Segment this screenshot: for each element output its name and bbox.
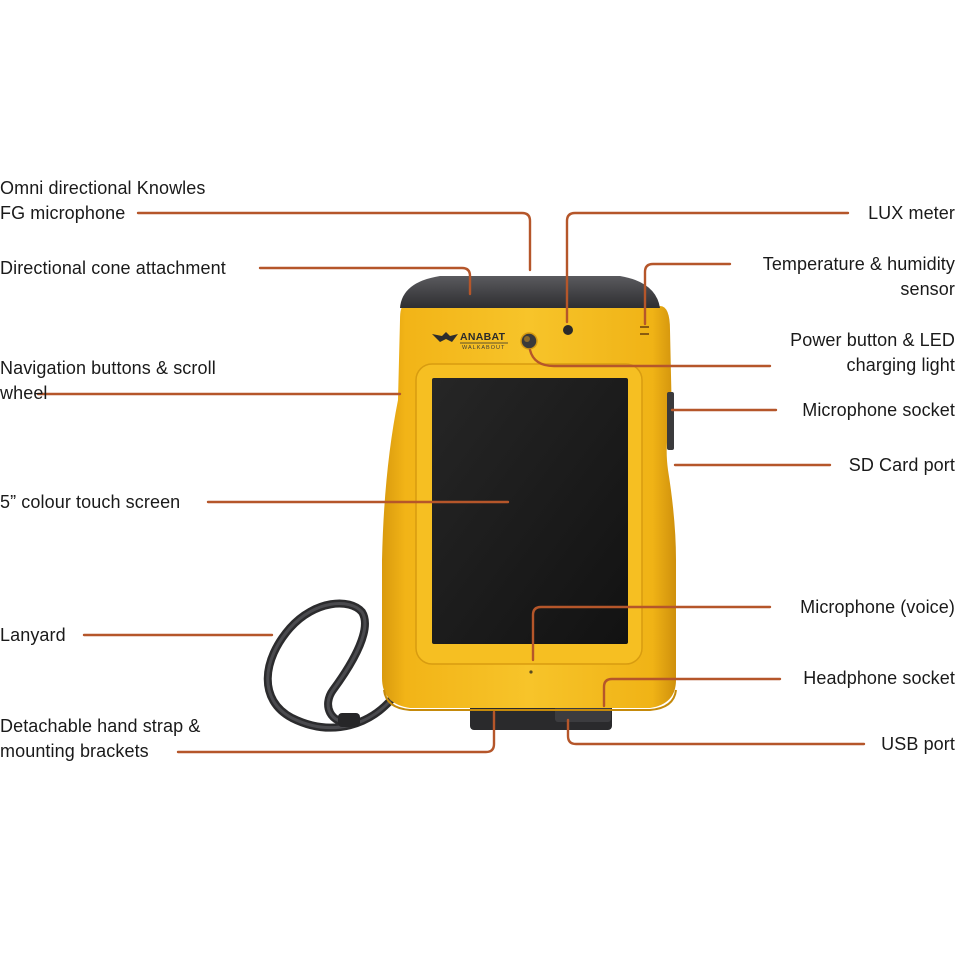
power-button-highlight xyxy=(524,336,530,342)
label-microphone-socket: Microphone socket xyxy=(802,398,955,423)
device-body-lip xyxy=(383,689,677,711)
label-omni-microphone-line1: Omni directional Knowles xyxy=(0,178,206,198)
label-microphone-voice-line1: Microphone (voice) xyxy=(800,597,955,617)
label-usb-port-line1: USB port xyxy=(881,734,955,754)
label-microphone-socket-line1: Microphone socket xyxy=(802,400,955,420)
label-touch-screen-line1: 5” colour touch screen xyxy=(0,492,181,512)
touch-screen xyxy=(432,378,628,644)
label-navigation-buttons: Navigation buttons & scroll wheel xyxy=(0,356,216,406)
label-power-button: Power button & LED charging light xyxy=(790,328,955,378)
temp-sensor-slot-icon xyxy=(640,326,649,328)
label-power-button-line1: Power button & LED xyxy=(790,330,955,350)
label-lanyard-line1: Lanyard xyxy=(0,625,66,645)
label-directional-cone-line1: Directional cone attachment xyxy=(0,258,226,278)
label-omni-microphone-line2: FG microphone xyxy=(0,203,126,223)
device-top-cap xyxy=(400,276,660,308)
svg-text:WALKABOUT: WALKABOUT xyxy=(462,345,505,351)
label-sd-card-port-line1: SD Card port xyxy=(848,455,955,475)
microphone-socket-port xyxy=(667,392,674,450)
leader-power xyxy=(528,348,772,368)
leader-usb xyxy=(566,718,866,746)
leader-temp xyxy=(643,262,732,326)
bat-logo-icon xyxy=(432,332,458,342)
brand-logo: ANABAT WALKABOUT xyxy=(432,331,508,351)
label-omni-microphone: Omni directional Knowles FG microphone xyxy=(0,176,206,226)
svg-text:ANABAT: ANABAT xyxy=(460,331,506,343)
voice-mic-hole-icon xyxy=(529,670,533,674)
lanyard-clip xyxy=(338,713,360,727)
mounting-bracket-tab xyxy=(555,704,611,722)
label-lux-meter: LUX meter xyxy=(868,201,955,226)
temp-sensor-slot-icon-2 xyxy=(640,333,649,335)
label-headphone-socket: Headphone socket xyxy=(803,666,955,691)
label-navigation-buttons-line2: wheel xyxy=(0,383,48,403)
label-directional-cone: Directional cone attachment xyxy=(0,256,226,281)
leader-mic-voice xyxy=(531,605,772,662)
leader-omni-mic xyxy=(136,211,532,272)
leader-lux xyxy=(565,211,850,324)
label-power-button-line2: charging light xyxy=(846,355,955,375)
label-hand-strap: Detachable hand strap & mounting bracket… xyxy=(0,714,200,764)
label-usb-port: USB port xyxy=(881,732,955,757)
label-sd-card-port: SD Card port xyxy=(849,453,955,478)
label-touch-screen: 5” colour touch screen xyxy=(0,490,180,515)
label-temperature-sensor-line1: Temperature & humidity xyxy=(762,254,955,274)
label-hand-strap-line1: Detachable hand strap & xyxy=(0,716,201,736)
lanyard-strap-inner xyxy=(266,602,397,730)
leader-cone xyxy=(258,266,472,296)
leader-lines xyxy=(36,211,866,754)
label-hand-strap-line2: mounting brackets xyxy=(0,741,149,761)
lux-sensor-icon xyxy=(563,325,573,335)
lanyard-strap xyxy=(263,599,399,732)
label-microphone-voice: Microphone (voice) xyxy=(800,595,955,620)
label-temperature-sensor-line2: sensor xyxy=(900,279,955,299)
label-lux-meter-line1: LUX meter xyxy=(868,203,955,223)
label-headphone-socket-line1: Headphone socket xyxy=(803,668,955,688)
leader-strap xyxy=(176,710,496,754)
label-navigation-buttons-line1: Navigation buttons & scroll xyxy=(0,358,216,378)
label-temperature-sensor: Temperature & humidity sensor xyxy=(763,252,955,302)
label-lanyard: Lanyard xyxy=(0,623,66,648)
leader-headphone xyxy=(602,677,782,708)
